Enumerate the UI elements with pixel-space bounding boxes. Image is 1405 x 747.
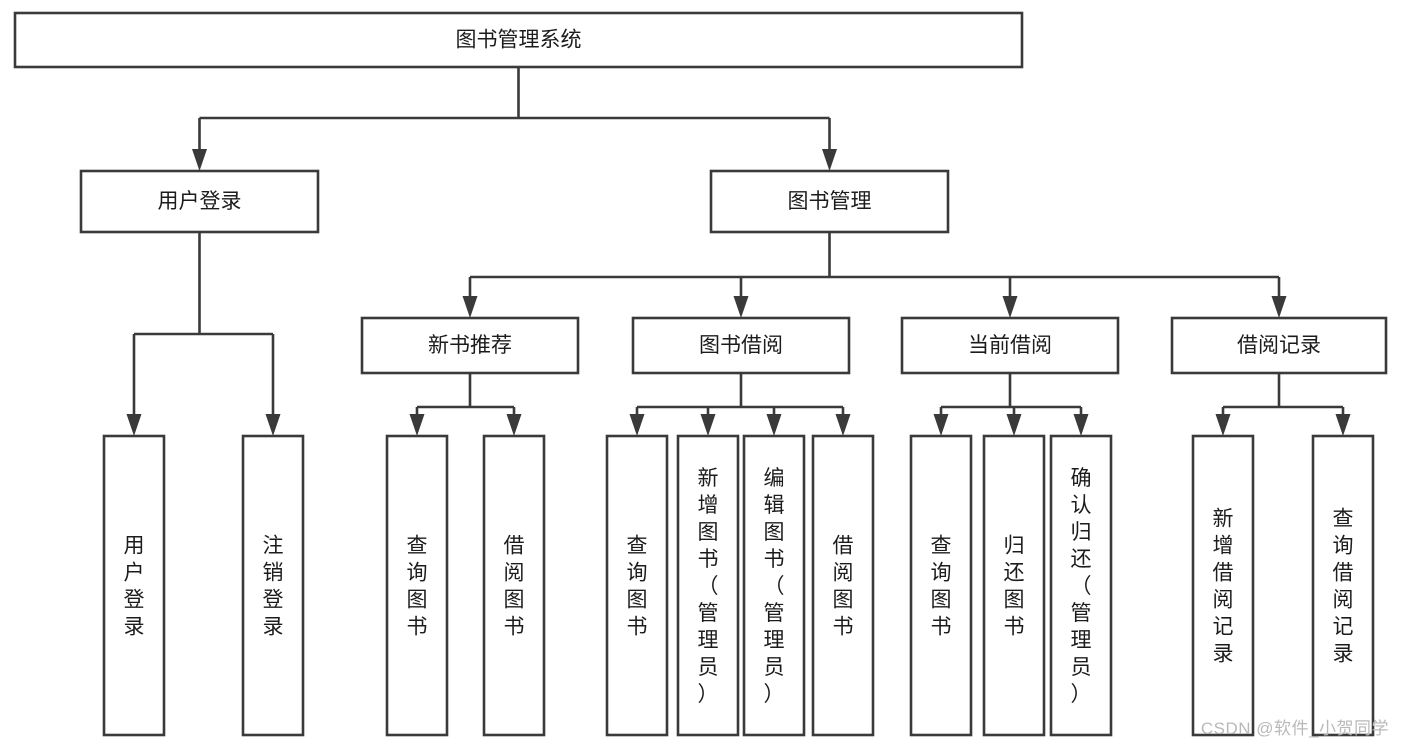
node-label: 编辑图书（管理员） bbox=[764, 467, 785, 706]
node-leaf-record-query[interactable]: 查询借阅记录 bbox=[1311, 434, 1375, 737]
node-box[interactable] bbox=[385, 434, 449, 737]
arrow-head-icon bbox=[1271, 296, 1287, 318]
connector-group bbox=[462, 232, 1287, 318]
node-box[interactable] bbox=[360, 316, 580, 375]
node-box[interactable] bbox=[1049, 434, 1113, 737]
connector-group bbox=[409, 373, 522, 436]
node-borrow-record[interactable]: 借阅记录 bbox=[1170, 316, 1388, 375]
connector-group bbox=[1215, 373, 1351, 436]
arrow-head-icon bbox=[1002, 296, 1018, 318]
arrow-head-icon bbox=[506, 414, 522, 436]
connector-group bbox=[933, 373, 1089, 436]
node-label: 查询图书 bbox=[627, 535, 648, 639]
node-box[interactable] bbox=[742, 434, 806, 737]
node-leaf-user-logout[interactable]: 注销登录 bbox=[241, 434, 305, 737]
node-leaf-borrow-add-book[interactable]: 新增图书（管理员） bbox=[676, 434, 740, 737]
node-box[interactable] bbox=[102, 434, 166, 737]
node-leaf-current-query-book[interactable]: 查询图书 bbox=[909, 434, 973, 737]
arrow-head-icon bbox=[126, 414, 142, 436]
node-box[interactable] bbox=[811, 434, 875, 737]
node-box[interactable] bbox=[631, 316, 851, 375]
arrow-head-icon bbox=[1073, 414, 1089, 436]
arrow-head-icon bbox=[822, 149, 837, 171]
arrow-head-icon bbox=[733, 296, 749, 318]
node-label: 新增借阅记录 bbox=[1213, 508, 1234, 666]
node-box[interactable] bbox=[1170, 316, 1388, 375]
arrow-head-icon bbox=[933, 414, 949, 436]
node-new-book-rec[interactable]: 新书推荐 bbox=[360, 316, 580, 375]
arrow-head-icon bbox=[265, 414, 281, 436]
node-label: 新增图书（管理员） bbox=[698, 467, 719, 706]
node-leaf-borrow-edit-book[interactable]: 编辑图书（管理员） bbox=[742, 434, 806, 737]
connector-layer bbox=[126, 67, 1351, 436]
arrow-head-icon bbox=[1335, 414, 1351, 436]
node-box[interactable] bbox=[676, 434, 740, 737]
arrow-head-icon bbox=[766, 414, 782, 436]
node-label: 查询图书 bbox=[931, 535, 952, 639]
node-leaf-rec-borrow-book[interactable]: 借阅图书 bbox=[482, 434, 546, 737]
node-leaf-user-login[interactable]: 用户登录 bbox=[102, 434, 166, 737]
node-user-login[interactable]: 用户登录 bbox=[79, 169, 320, 234]
node-box[interactable] bbox=[13, 11, 1024, 69]
node-book-manage[interactable]: 图书管理 bbox=[709, 169, 950, 234]
connector-group bbox=[126, 232, 281, 436]
node-leaf-current-confirm-return[interactable]: 确认归还（管理员） bbox=[1049, 434, 1113, 737]
node-leaf-current-return-book[interactable]: 归还图书 bbox=[982, 434, 1046, 737]
arrow-head-icon bbox=[1006, 414, 1022, 436]
node-label: 图书借阅 bbox=[699, 334, 783, 357]
node-label: 图书管理 bbox=[788, 190, 872, 213]
node-label: 当前借阅 bbox=[968, 334, 1052, 357]
arrow-head-icon bbox=[835, 414, 851, 436]
node-box[interactable] bbox=[900, 316, 1120, 375]
node-leaf-record-add[interactable]: 新增借阅记录 bbox=[1191, 434, 1255, 737]
node-current-borrow[interactable]: 当前借阅 bbox=[900, 316, 1120, 375]
node-leaf-borrow-query-book[interactable]: 查询图书 bbox=[605, 434, 669, 737]
node-box[interactable] bbox=[909, 434, 973, 737]
arrow-head-icon bbox=[1215, 414, 1231, 436]
node-label: 确认归还（管理员） bbox=[1071, 467, 1092, 706]
node-label: 查询图书 bbox=[407, 535, 428, 639]
node-label: 借阅图书 bbox=[833, 535, 854, 639]
node-leaf-rec-query-book[interactable]: 查询图书 bbox=[385, 434, 449, 737]
node-book-borrow[interactable]: 图书借阅 bbox=[631, 316, 851, 375]
node-box[interactable] bbox=[1311, 434, 1375, 737]
node-layer: 图书管理系统用户登录图书管理新书推荐图书借阅当前借阅借阅记录用户登录注销登录查询… bbox=[13, 11, 1388, 737]
node-label: 注销登录 bbox=[263, 535, 284, 639]
node-box[interactable] bbox=[482, 434, 546, 737]
node-leaf-borrow-borrow-book[interactable]: 借阅图书 bbox=[811, 434, 875, 737]
arrow-head-icon bbox=[409, 414, 425, 436]
node-label: 借阅图书 bbox=[504, 535, 525, 639]
node-label: 归还图书 bbox=[1004, 535, 1025, 639]
node-label: 图书管理系统 bbox=[456, 29, 582, 52]
node-label: 借阅记录 bbox=[1237, 334, 1321, 357]
node-root[interactable]: 图书管理系统 bbox=[13, 11, 1024, 69]
arrow-head-icon bbox=[192, 149, 207, 171]
connector-group bbox=[192, 67, 837, 171]
node-box[interactable] bbox=[79, 169, 320, 234]
node-box[interactable] bbox=[241, 434, 305, 737]
node-box[interactable] bbox=[1191, 434, 1255, 737]
connector-group bbox=[629, 373, 851, 436]
node-box[interactable] bbox=[982, 434, 1046, 737]
node-label: 用户登录 bbox=[158, 190, 242, 213]
arrow-head-icon bbox=[629, 414, 645, 436]
arrow-head-icon bbox=[700, 414, 716, 436]
node-label: 查询借阅记录 bbox=[1333, 508, 1354, 666]
node-box[interactable] bbox=[605, 434, 669, 737]
node-label: 新书推荐 bbox=[428, 334, 512, 357]
node-label: 用户登录 bbox=[124, 535, 145, 639]
arrow-head-icon bbox=[462, 296, 478, 318]
node-box[interactable] bbox=[709, 169, 950, 234]
